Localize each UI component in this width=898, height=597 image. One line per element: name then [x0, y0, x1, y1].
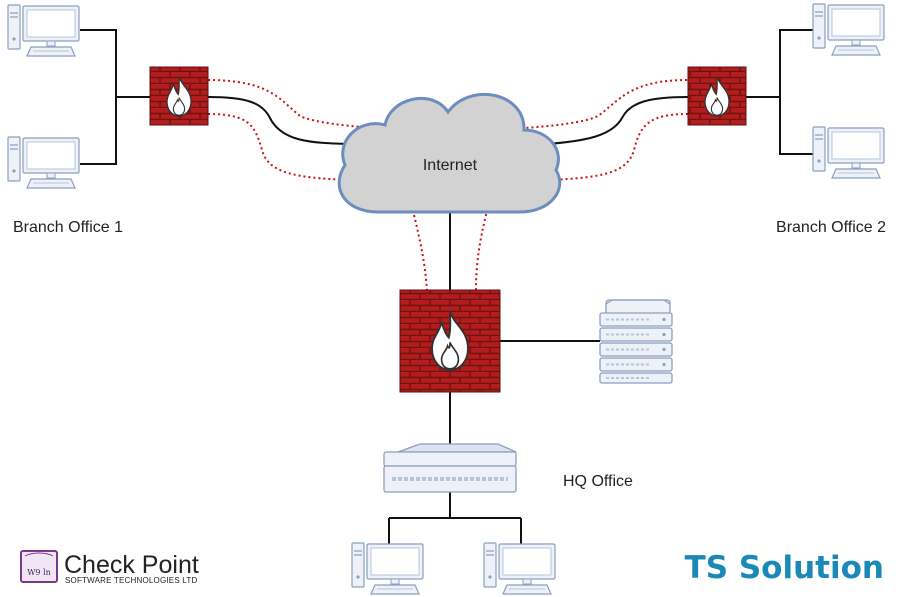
- branch-office-2: Branch Office 2: [687, 3, 886, 236]
- branch2-pc-bus: [779, 29, 818, 155]
- internet-cloud: Internet: [337, 92, 562, 214]
- branch2-label: Branch Office 2: [776, 219, 886, 236]
- computer-icon: [7, 136, 80, 189]
- branch2-firewall-to-internet: [547, 96, 689, 145]
- internet-label: Internet: [423, 157, 478, 174]
- hq-office: HQ Office: [351, 289, 673, 595]
- computer-icon: [7, 4, 80, 57]
- computer-icon: [812, 126, 885, 179]
- branch1-firewall-to-internet: [207, 96, 351, 145]
- branch1-firewall: [149, 66, 209, 126]
- connection-lines: [80, 29, 818, 545]
- ts-solution-logo: TS Solution: [685, 550, 884, 586]
- tunnel-branch2-to-hq: [475, 113, 689, 291]
- checkpoint-badge-text: W9 ln: [27, 568, 51, 577]
- server-rack-icon: [599, 299, 673, 384]
- checkpoint-subtitle: SOFTWARE TECHNOLOGIES LTD: [65, 576, 197, 585]
- checkpoint-logo: W9 ln Check Point SOFTWARE TECHNOLOGIES …: [20, 550, 199, 585]
- branch2-firewall: [687, 66, 747, 126]
- switch-to-hq-pcs: [388, 492, 522, 545]
- branch1-label: Branch Office 1: [13, 219, 123, 236]
- computer-icon: [483, 542, 556, 595]
- hq-firewall: [399, 289, 501, 393]
- computer-icon: [812, 3, 885, 56]
- hq-label: HQ Office: [563, 473, 633, 490]
- network-switch-icon: [383, 443, 517, 493]
- cloud-icon: [337, 92, 562, 214]
- checkpoint-name: Check Point: [64, 551, 199, 579]
- branch1-pc-bus: [80, 29, 117, 165]
- branch-office-1: Branch Office 1: [7, 4, 209, 236]
- computer-icon: [351, 542, 424, 595]
